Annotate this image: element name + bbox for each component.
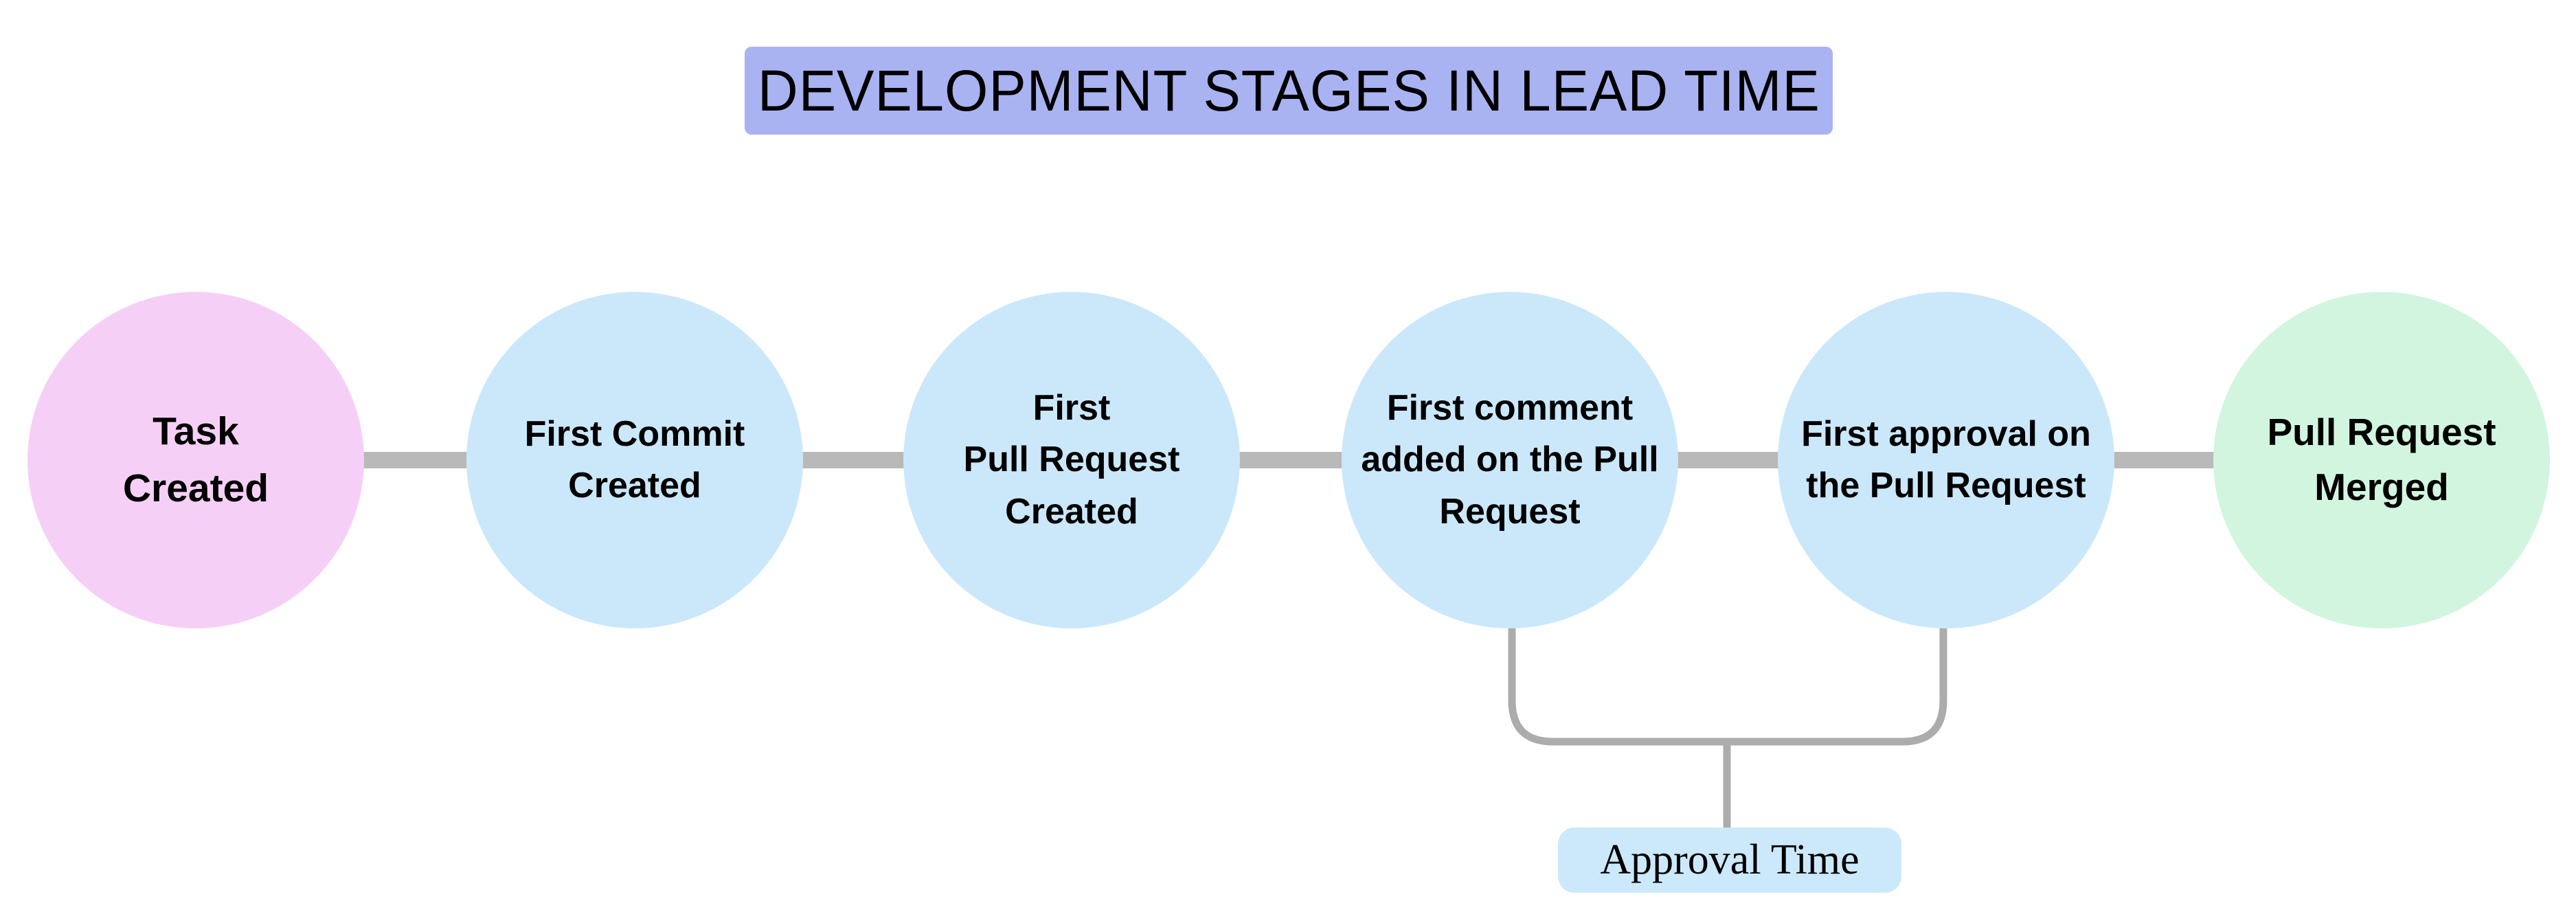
stage-circle-task-created: Task Created: [27, 292, 364, 628]
title-banner: DEVELOPMENT STAGES IN LEAD TIME: [745, 47, 1833, 135]
stage-label: First comment added on the Pull Request: [1361, 387, 1659, 532]
stage-circle-first-approval: First approval on the Pull Request: [1778, 292, 2114, 628]
stage-circle-first-pull-request-created: First Pull Request Created: [903, 292, 1240, 628]
page-title: DEVELOPMENT STAGES IN LEAD TIME: [757, 58, 1820, 123]
stage-circle-first-comment-added: First comment added on the Pull Request: [1342, 292, 1678, 628]
stage-circle-pull-request-merged: Pull Request Merged: [2213, 292, 2550, 628]
stage-label: First approval on the Pull Request: [1801, 413, 2091, 505]
stage-circle-first-commit-created: First Commit Created: [466, 292, 803, 628]
stage-label: Task Created: [122, 409, 269, 510]
approval-time-text: Approval Time: [1600, 836, 1860, 883]
bracket-curve: [1508, 624, 1947, 830]
approval-time-label: Approval Time: [1558, 828, 1901, 893]
stage-label: Pull Request Merged: [2267, 411, 2496, 508]
stage-label: First Pull Request Created: [963, 387, 1180, 532]
stage-label: First Commit Created: [524, 413, 745, 505]
